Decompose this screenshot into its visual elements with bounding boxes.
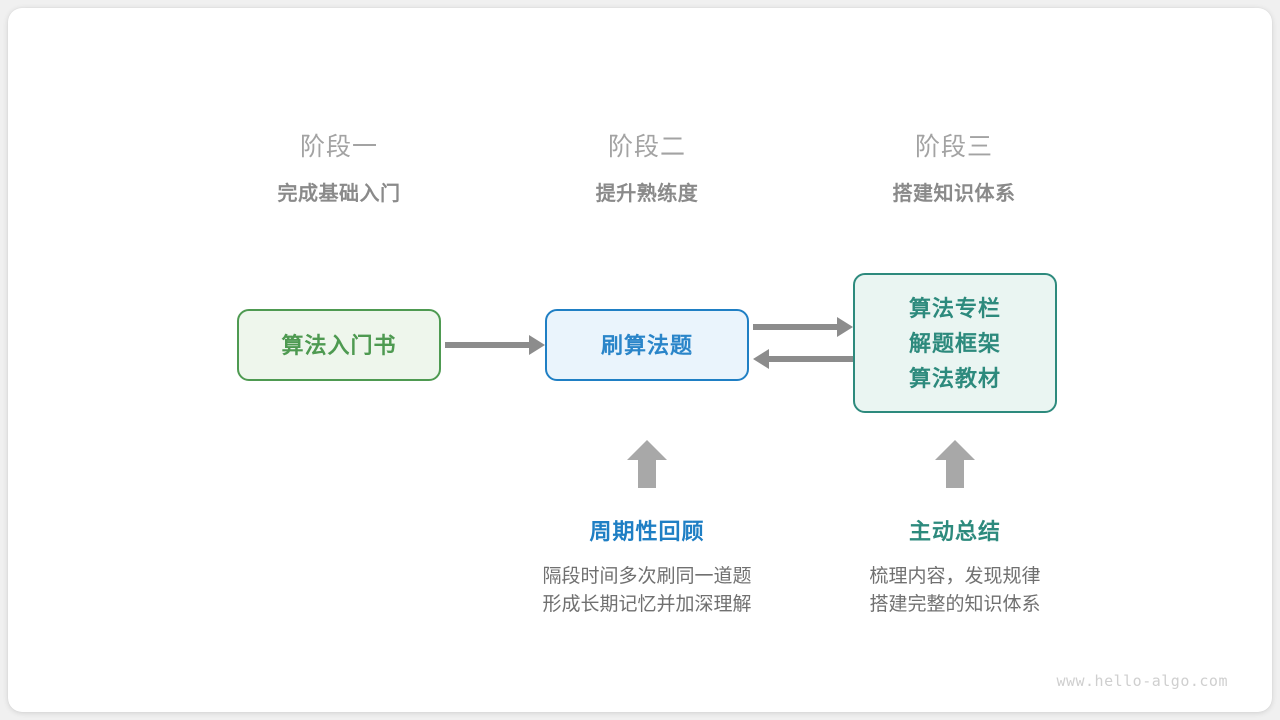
note-active-summary-desc-line-2: 搭建完整的知识体系: [869, 594, 1041, 615]
node-knowledge-sources-line-2: 解题框架: [908, 330, 1001, 356]
arrow-practice-to-sources-head: [837, 317, 853, 337]
stage-header-2: 阶段二 提升熟练度: [517, 130, 777, 210]
stage-subtitle-2: 提升熟练度: [595, 183, 699, 205]
diagram-card: 阶段一 完成基础入门 阶段二 提升熟练度 阶段三 搭建知识体系 算法入门书 刷算…: [8, 8, 1272, 712]
arrow-sources-to-practice-head: [753, 349, 769, 369]
arrow-sources-to-practice-shaft: [769, 356, 853, 362]
node-knowledge-sources[interactable]: 算法专栏 解题框架 算法教材: [853, 273, 1057, 413]
stage-title-3: 阶段三: [914, 133, 993, 161]
node-practice-problems[interactable]: 刷算法题: [545, 309, 749, 381]
stage-title-1: 阶段一: [299, 133, 378, 161]
stage-subtitle-1: 完成基础入门: [277, 183, 401, 205]
note-active-summary-desc: 梳理内容，发现规律 搭建完整的知识体系: [805, 563, 1105, 619]
note-periodic-review-title: 周期性回顾: [589, 519, 705, 544]
node-practice-problems-line-1: 刷算法题: [600, 332, 693, 358]
node-intro-book-line-1: 算法入门书: [281, 332, 397, 358]
note-active-summary: 主动总结 梳理内容，发现规律 搭建完整的知识体系: [805, 517, 1105, 619]
stage-header-3: 阶段三 搭建知识体系: [824, 130, 1084, 210]
note-periodic-review-desc: 隔段时间多次刷同一道题 形成长期记忆并加深理解: [497, 563, 797, 619]
stage-title-2: 阶段二: [607, 133, 686, 161]
up-arrow-active-summary: [935, 440, 975, 488]
stage-header-1: 阶段一 完成基础入门: [209, 130, 469, 210]
arrow-practice-to-sources-shaft: [753, 324, 837, 330]
node-knowledge-sources-line-3: 算法教材: [908, 365, 1001, 391]
note-periodic-review-desc-line-2: 形成长期记忆并加深理解: [542, 594, 752, 615]
note-active-summary-desc-line-1: 梳理内容，发现规律: [869, 566, 1041, 587]
node-knowledge-sources-line-1: 算法专栏: [908, 295, 1001, 321]
note-periodic-review: 周期性回顾 隔段时间多次刷同一道题 形成长期记忆并加深理解: [497, 517, 797, 619]
arrow-intro-to-practice-shaft: [445, 342, 529, 348]
note-periodic-review-desc-line-1: 隔段时间多次刷同一道题: [542, 566, 752, 587]
stage-subtitle-3: 搭建知识体系: [892, 183, 1016, 205]
up-arrow-periodic-review: [627, 440, 667, 488]
arrow-intro-to-practice-head: [529, 335, 545, 355]
watermark: www.hello-algo.com: [1056, 672, 1228, 690]
note-active-summary-title: 主动总结: [908, 519, 1001, 544]
node-intro-book[interactable]: 算法入门书: [237, 309, 441, 381]
